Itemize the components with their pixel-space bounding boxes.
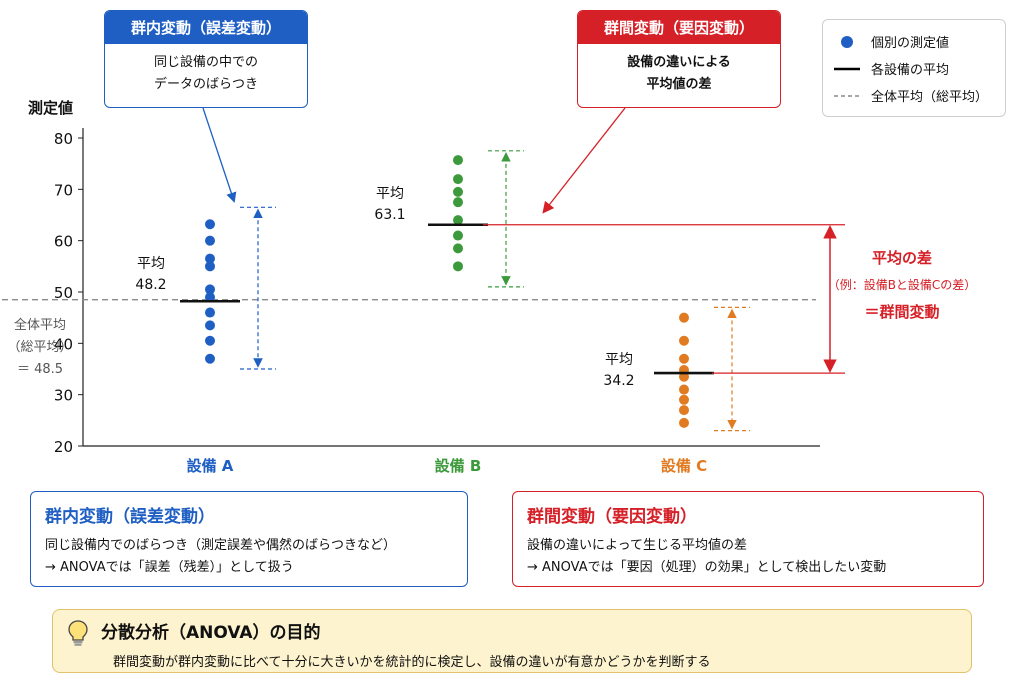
within-callout-line1: 同じ設備の中での xyxy=(153,55,258,70)
group-mean-word: 平均 xyxy=(376,186,404,202)
data-point xyxy=(453,174,463,185)
data-point xyxy=(453,197,463,208)
legend-label-mean: 各設備の平均 xyxy=(871,63,950,78)
data-point xyxy=(679,417,689,428)
x-category-label: 設備 A xyxy=(187,457,234,475)
between-summary-line2: → ANOVAでは「要因（処理）の効果」として検出したい変動 xyxy=(527,560,887,575)
y-tick-label: 50 xyxy=(54,284,73,302)
between-callout-title: 群間変動（要因変動） xyxy=(578,11,780,44)
data-point xyxy=(205,335,215,346)
grand-mean-label-line3: ＝ 48.5 xyxy=(17,362,63,377)
grand-mean-label-line1: 全体平均 xyxy=(14,317,66,333)
y-tick-label: 20 xyxy=(54,438,73,456)
legend-item-mean: 各設備の平均 xyxy=(833,55,995,82)
mean-diff-result: ＝群間変動 xyxy=(864,303,939,321)
group-mean-word: 平均 xyxy=(137,256,165,272)
legend-item-grand: 全体平均（総平均） xyxy=(833,82,995,109)
data-point xyxy=(205,292,215,303)
between-summary-title: 群間変動（要因変動） xyxy=(527,507,697,527)
legend-label-points: 個別の測定値 xyxy=(871,36,950,51)
data-point xyxy=(453,261,463,272)
within-variation-callout: 群内変動（誤差変動） 同じ設備の中での データのばらつき xyxy=(104,10,308,108)
group-mean-value: 48.2 xyxy=(135,277,166,293)
solid-line-icon xyxy=(834,67,860,70)
data-point xyxy=(679,405,689,416)
x-category-label: 設備 C xyxy=(661,457,707,475)
data-point xyxy=(679,312,689,323)
data-point xyxy=(205,235,215,246)
data-point xyxy=(679,384,689,395)
data-point xyxy=(205,320,215,331)
y-tick-label: 80 xyxy=(54,130,73,148)
data-point xyxy=(453,215,463,226)
y-tick-label: 30 xyxy=(54,387,73,405)
group-mean-word: 平均 xyxy=(605,352,633,368)
blue-dot-icon xyxy=(841,35,853,48)
data-point xyxy=(453,186,463,197)
y-tick-label: 40 xyxy=(54,335,73,353)
legend: 個別の測定値 各設備の平均 全体平均（総平均） xyxy=(822,19,1006,117)
y-axis-title: 測定値 xyxy=(28,99,73,117)
data-point xyxy=(205,219,215,230)
grand-mean-label-line2: （総平均） xyxy=(7,340,72,355)
data-point xyxy=(679,394,689,405)
within-summary-line2: → ANOVAでは「誤差（残差）」として扱う xyxy=(45,560,294,575)
within-callout-title: 群内変動（誤差変動） xyxy=(105,11,307,44)
between-summary-line1: 設備の違いによって生じる平均値の差 xyxy=(527,538,747,553)
data-point xyxy=(679,353,689,364)
lightbulb-icon xyxy=(68,620,88,646)
within-summary-title: 群内変動（誤差変動） xyxy=(45,507,215,527)
group-mean-value: 34.2 xyxy=(603,373,634,389)
goal-text: 群間変動が群内変動に比べて十分に大きいかを統計的に検定し、設備の違いが有意かどう… xyxy=(113,655,711,670)
between-callout-line1: 設備の違いによる xyxy=(627,55,731,70)
data-point xyxy=(453,243,463,254)
goal-title: 分散分析（ANOVA）の目的 xyxy=(101,623,321,643)
between-callout-pointer xyxy=(542,107,626,214)
dashed-line-icon xyxy=(834,94,860,97)
data-point xyxy=(205,307,215,318)
mean-diff-title: 平均の差 xyxy=(872,249,932,267)
between-summary-box: 群間変動（要因変動） 設備の違いによって生じる平均値の差 → ANOVAでは「要… xyxy=(512,491,984,587)
data-point xyxy=(205,353,215,364)
within-summary-line1: 同じ設備内でのばらつき（測定誤差や偶然のばらつきなど） xyxy=(45,538,397,553)
data-point xyxy=(205,253,215,264)
within-callout-line2: データのばらつき xyxy=(153,77,258,92)
group-mean-value: 63.1 xyxy=(374,207,405,223)
data-point xyxy=(453,230,463,241)
within-callout-pointer xyxy=(202,107,237,203)
legend-item-points: 個別の測定値 xyxy=(833,28,995,55)
data-point xyxy=(205,284,215,295)
y-tick-label: 60 xyxy=(54,233,73,251)
between-callout-line2: 平均値の差 xyxy=(646,77,712,92)
within-summary-box: 群内変動（誤差変動） 同じ設備内でのばらつき（測定誤差や偶然のばらつきなど） →… xyxy=(30,491,468,587)
data-point xyxy=(453,155,463,166)
mean-diff-example: （例：設備Bと設備Cの差） xyxy=(828,277,977,292)
anova-goal-box: 分散分析（ANOVA）の目的 群間変動が群内変動に比べて十分に大きいかを統計的に… xyxy=(52,609,972,673)
x-category-label: 設備 B xyxy=(435,457,482,475)
data-point xyxy=(205,261,215,272)
y-tick-label: 70 xyxy=(54,181,73,199)
between-variation-callout: 群間変動（要因変動） 設備の違いによる 平均値の差 xyxy=(577,10,781,108)
data-point xyxy=(679,335,689,346)
legend-label-grand: 全体平均（総平均） xyxy=(871,90,989,105)
